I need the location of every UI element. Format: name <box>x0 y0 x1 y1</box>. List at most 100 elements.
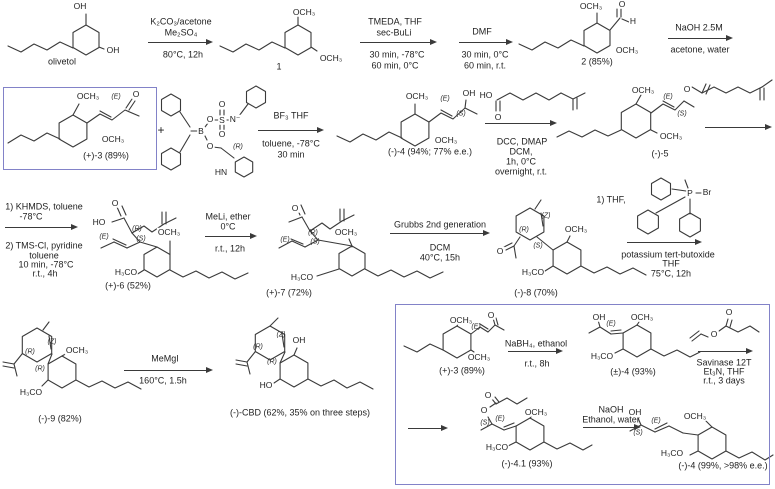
bond <box>269 317 279 327</box>
ring-bond <box>234 156 254 178</box>
ring-bond <box>338 245 366 277</box>
atom-label: OH <box>291 334 307 345</box>
reaction-arrow <box>408 425 448 432</box>
bond <box>479 323 489 330</box>
arrowhead-icon <box>634 424 641 431</box>
reaction-condition: Savinase 12T <box>696 357 752 368</box>
bond <box>505 245 515 251</box>
atom-label: HO <box>91 216 107 227</box>
bond <box>348 238 353 247</box>
bond <box>309 220 343 232</box>
atom-label: H₃CO <box>484 441 510 452</box>
bond <box>635 94 642 105</box>
bond <box>41 379 49 387</box>
compound-cbd-structure <box>235 317 374 390</box>
atom-label: O <box>205 140 215 151</box>
atom-label: OCH₃ <box>466 351 492 362</box>
reaction-condition: 1) THF, <box>596 194 626 205</box>
stereo-label: (Z) <box>541 212 551 220</box>
compound-caption-olivetol: olivetol <box>47 56 77 67</box>
reaction-arrow <box>205 233 257 240</box>
bond <box>534 199 542 210</box>
compound-4b-structure <box>588 319 701 358</box>
ring-bond <box>160 93 182 117</box>
bond <box>725 450 774 461</box>
arrowhead-icon <box>726 35 733 42</box>
reaction-condition: 1h, 0°C <box>505 156 537 167</box>
atom-label: O <box>709 328 719 339</box>
ring-bond <box>620 103 652 139</box>
bond <box>495 397 528 405</box>
bond <box>507 441 517 447</box>
bond <box>403 343 444 353</box>
reaction-condition: toluene <box>29 250 59 261</box>
atom-label: HO <box>258 379 274 390</box>
atom-label: OCH₃ <box>682 410 708 421</box>
bond <box>725 325 760 333</box>
reaction-arrow <box>5 224 78 231</box>
stereo-label: (S) <box>677 110 687 118</box>
stereo-label: (E) <box>111 93 121 101</box>
arrowhead-icon <box>556 348 563 355</box>
bond <box>47 353 53 365</box>
bond <box>112 238 127 246</box>
plus-sign: + <box>157 123 165 137</box>
compound-caption-cbd: (-)-CBD (62%, 35% on three steps) <box>229 407 371 418</box>
bond <box>123 217 133 234</box>
stereo-label: (S) <box>136 235 146 243</box>
atom-label: O <box>131 88 141 99</box>
reaction-condition: toluene, -78°C <box>262 138 320 149</box>
bond <box>169 269 249 280</box>
reaction-condition: potassium tert-butoxide <box>621 249 715 260</box>
arrowhead-icon <box>206 39 213 46</box>
bond <box>496 92 562 101</box>
reaction-condition: K₂CO₃/acetone <box>150 16 212 27</box>
stereo-label: (R) <box>233 143 243 151</box>
compound-caption-4-final: (-)-4 (99%, >98% e.e.) <box>678 460 768 471</box>
bond <box>116 206 122 217</box>
bond <box>48 335 52 350</box>
reaction-condition: Grubbs 2nd generation <box>393 219 487 230</box>
atom-label: H₃CO <box>589 350 615 361</box>
stereo-label: (E) <box>606 320 616 328</box>
compound-4-1-structure <box>480 396 593 451</box>
ring-bond <box>21 327 53 363</box>
stereo-label: (Z) <box>47 338 57 346</box>
bond <box>491 398 497 405</box>
bond <box>301 216 311 232</box>
stereo-label: (R) <box>519 226 529 234</box>
bond <box>654 425 670 433</box>
atom-label: OCH₃ <box>658 130 684 141</box>
reaction-condition: 60 min, r.t. <box>463 60 507 71</box>
ring-bond <box>552 241 582 275</box>
ring-bond <box>47 355 77 389</box>
bond <box>304 239 319 248</box>
bond <box>636 321 640 326</box>
bond <box>204 122 209 128</box>
arrowhead-icon <box>550 120 557 127</box>
atom-label: OCH₃ <box>64 344 90 355</box>
compound-5-structure <box>556 79 773 139</box>
bond <box>126 241 141 249</box>
atom-label: O <box>483 389 493 400</box>
atom-label: OCH₃ <box>433 134 459 145</box>
bond <box>464 107 478 115</box>
atom-label: OCH₃ <box>578 0 604 11</box>
ring-bond <box>143 246 171 278</box>
bond <box>219 41 286 53</box>
bond <box>518 39 585 51</box>
bond <box>489 402 497 408</box>
bond <box>99 110 112 118</box>
atom-label: S <box>218 114 226 125</box>
stereo-label: (E) <box>495 415 505 423</box>
bond <box>125 98 133 109</box>
bond <box>470 324 496 335</box>
atom-label: OCH₃ <box>523 406 549 417</box>
stereo-label: (E) <box>280 236 290 244</box>
bond <box>131 232 141 243</box>
atom-label: O <box>217 128 227 139</box>
reaction-condition: MeMgI <box>151 353 179 364</box>
reaction-arrow <box>258 127 324 134</box>
reaction-condition: NaOH 2.5M <box>675 22 723 33</box>
